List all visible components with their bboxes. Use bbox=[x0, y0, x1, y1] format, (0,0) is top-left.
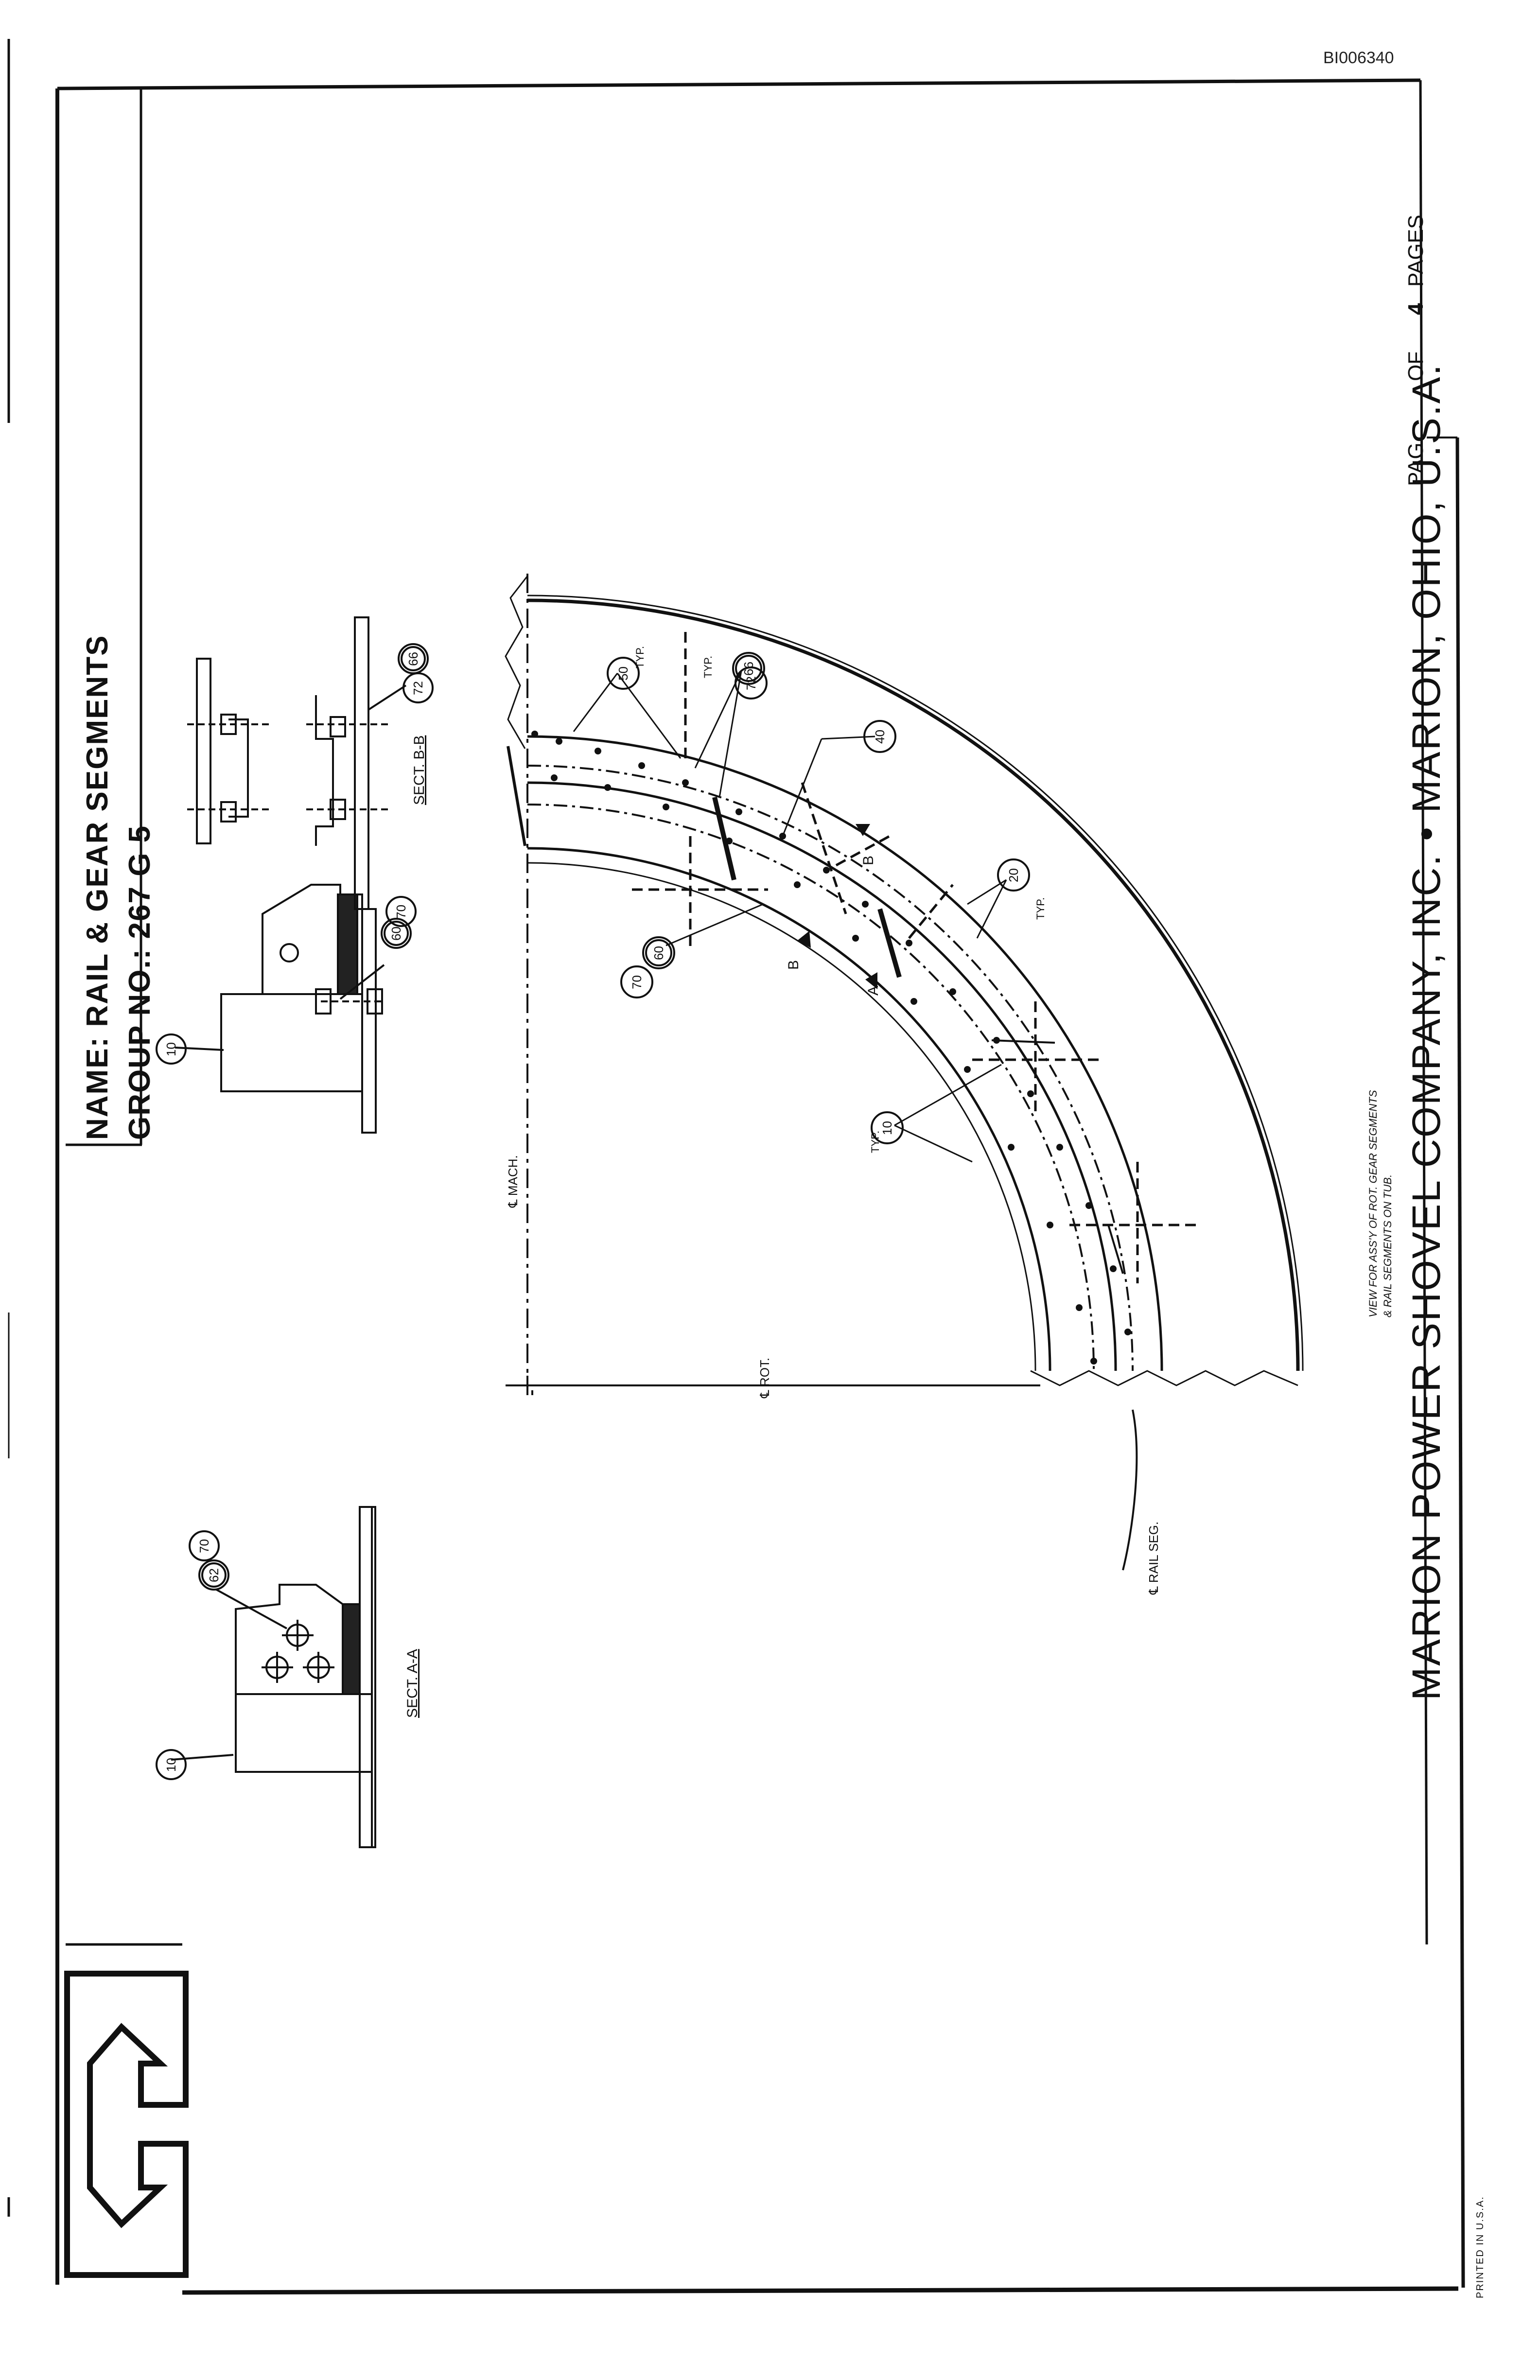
sheet-border bbox=[55, 78, 1465, 2295]
typ-label-50: TYP. bbox=[634, 646, 646, 668]
section-aa-view bbox=[171, 1506, 376, 1848]
marion-logo bbox=[64, 1971, 189, 2278]
section-marker-b-1: B bbox=[786, 960, 802, 970]
balloon-70-section-aa: 70 bbox=[196, 1539, 211, 1553]
balloon-10-section-aa: 10 bbox=[163, 1757, 178, 1772]
view-note-line-1: VIEW FOR ASS'Y OF ROT. GEAR SEGMENTS bbox=[1367, 1090, 1379, 1317]
item-balloon-outlines bbox=[156, 643, 1030, 1780]
balloon-60-plan: 60 bbox=[651, 945, 666, 960]
balloon-62-section-aa: 62 bbox=[206, 1568, 221, 1582]
centerline-mach-label: ℄ MACH. bbox=[506, 1155, 520, 1208]
title-group-number: GROUP NO.: 267 G 5 bbox=[123, 824, 157, 1140]
of-label: OF bbox=[1404, 351, 1428, 381]
page-total: 4 bbox=[1404, 303, 1428, 315]
balloon-72-section-bb: 72 bbox=[410, 681, 425, 695]
ring-plan-view bbox=[505, 574, 1304, 1571]
section-marker-a: A bbox=[865, 985, 881, 996]
section-bb-label: SECT. B-B bbox=[411, 735, 427, 805]
balloon-40-plan: 40 bbox=[872, 729, 887, 744]
title-block bbox=[66, 88, 182, 1946]
typ-label-20: TYP. bbox=[1034, 897, 1047, 920]
centerline-rail-seg-label: ℄ RAIL SEG. bbox=[1146, 1521, 1161, 1594]
balloon-72-plan: 72 bbox=[743, 676, 758, 690]
detail-view-upper bbox=[175, 884, 385, 1134]
section-aa-label: SECT. A-A bbox=[404, 1649, 420, 1718]
balloon-70-detail: 70 bbox=[393, 904, 408, 919]
balloon-10-detail: 10 bbox=[163, 1042, 178, 1056]
page-label: PAG bbox=[1404, 442, 1428, 486]
company-name: MARION POWER SHOVEL COMPANY, INC. • MARI… bbox=[1404, 363, 1449, 1700]
balloon-66-section-bb: 66 bbox=[405, 651, 420, 666]
printed-in-usa: PRINTED IN U.S.A. bbox=[1475, 2196, 1486, 2298]
view-note-line-2: & RAIL SEGMENTS ON TUB. bbox=[1382, 1174, 1394, 1317]
section-bb-view bbox=[187, 616, 407, 910]
section-marker-b-2: B bbox=[860, 855, 876, 865]
title-name: NAME: RAIL & GEAR SEGMENTS bbox=[81, 634, 114, 1140]
pages-label: PAGES bbox=[1404, 214, 1428, 287]
document-id: BI006340 bbox=[1323, 49, 1394, 67]
balloon-70-plan: 70 bbox=[629, 975, 644, 989]
balloon-20-plan: 20 bbox=[1006, 868, 1021, 882]
centerline-rot-label: ℄ ROT. bbox=[757, 1357, 772, 1398]
typ-label-66: TYP. bbox=[702, 655, 714, 678]
typ-label-10: TYP. bbox=[869, 1130, 881, 1153]
